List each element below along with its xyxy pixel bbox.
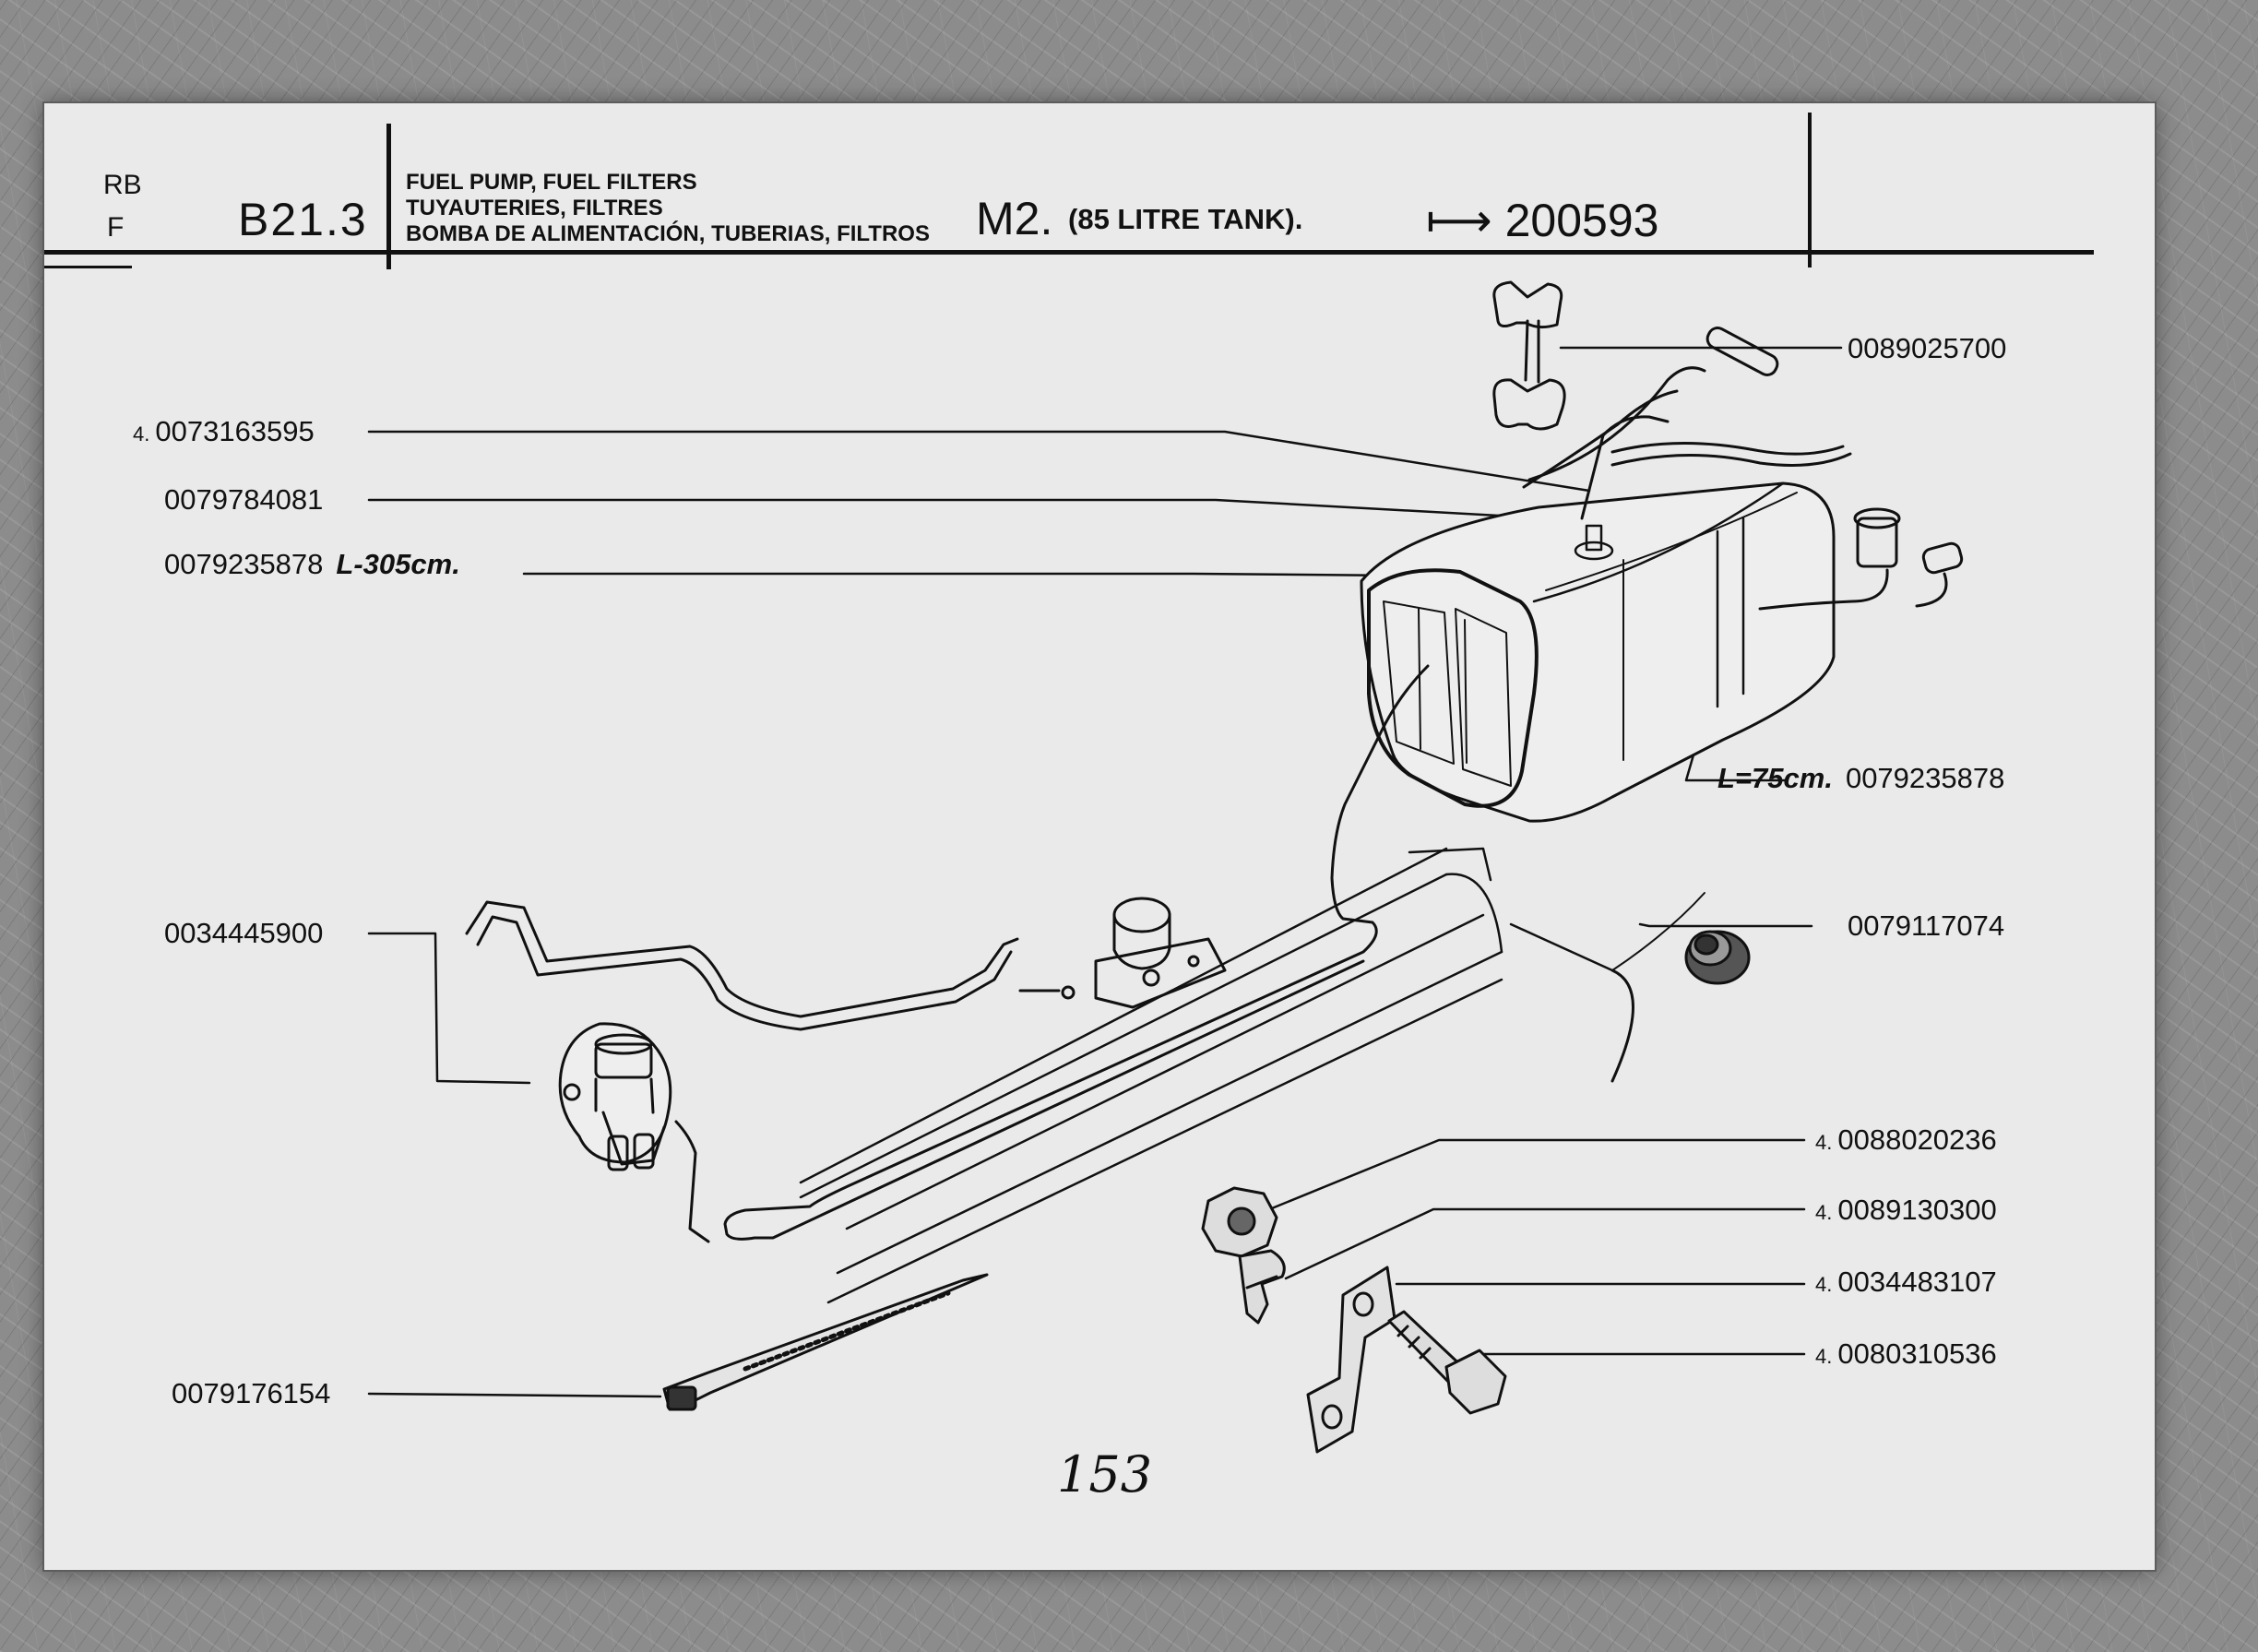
callout-grommet: 0079117074: [1848, 911, 2004, 940]
callout-pipe-305: 0079235878 L-305cm.: [164, 550, 473, 578]
pump-feed-pipe: [465, 900, 1019, 1018]
clip-icon: [1238, 1249, 1286, 1325]
parts-catalogue-sheet: RB F B21.3 FUEL PUMP, FUEL FILTERS TUYAU…: [44, 103, 2155, 1570]
serial-number: 200593: [1504, 195, 1659, 246]
language-code-rb: RB: [103, 170, 142, 200]
quantity: 4.: [1815, 1273, 1833, 1296]
part-number: 0079235878: [1845, 762, 2005, 794]
callout-bracket: 4.0034483107: [1815, 1267, 1997, 1296]
header-underline: [44, 250, 2094, 255]
bolt-icon: [1387, 1310, 1507, 1415]
filler-neck: [1522, 327, 1852, 520]
quantity: 4.: [1815, 1345, 1833, 1368]
callout-fuel-pump: 0034445900: [164, 919, 323, 947]
header-rule-short: [44, 266, 132, 268]
hose-clamp-icon: [1492, 280, 1566, 431]
exploded-diagram: [367, 280, 1964, 1454]
quantity: 4.: [1815, 1131, 1833, 1154]
fuel-tank-icon: [1360, 481, 1836, 823]
callout-nut: 4.0088020236: [1815, 1125, 1997, 1154]
part-number: 0079176154: [172, 1377, 331, 1409]
arrow-from-icon: ⟼: [1426, 195, 1492, 246]
quantity: 4.: [1815, 1201, 1833, 1224]
grommet-icon: [1684, 930, 1751, 985]
part-number: 0079784081: [164, 483, 324, 516]
fuel-pump-icon: [558, 1022, 672, 1171]
fuel-pipe-305: [723, 664, 1430, 1241]
part-number: 0079235878: [164, 548, 324, 580]
nut-icon: [1201, 1186, 1278, 1258]
pipe-length: L-305cm.: [336, 548, 460, 580]
model-code: M2.: [976, 193, 1053, 244]
header-divider-right: [1808, 113, 1812, 267]
carburetor-icon: [1018, 897, 1227, 1009]
page-number: 153: [1057, 1445, 1153, 1503]
callout-fuel-hose: 4.0073163595: [133, 417, 315, 446]
callout-pipe-75: L=75cm. 0079235878: [1705, 764, 2004, 792]
chassis-rails: [799, 847, 1705, 1304]
part-number: 0073163595: [155, 415, 315, 447]
part-number: 0079117074: [1848, 909, 2005, 942]
pump-outlet-pipe: [674, 1120, 710, 1243]
title-english: FUEL PUMP, FUEL FILTERS: [406, 170, 697, 195]
part-number: 0089025700: [1848, 332, 2007, 364]
cable-tie-icon: [662, 1273, 989, 1411]
part-number: 0034483107: [1837, 1266, 1997, 1298]
part-number: 0089130300: [1837, 1194, 1997, 1226]
bracket-icon: [1306, 1266, 1396, 1454]
language-code-f: F: [107, 212, 125, 243]
callout-hose-clamp: 0089025700: [1848, 334, 2006, 362]
quantity: 4.: [133, 422, 150, 446]
callout-tank-sender: 0079784081: [164, 485, 323, 514]
callout-clip: 4.0089130300: [1815, 1195, 1997, 1224]
part-number: 0088020236: [1837, 1123, 1997, 1156]
pipe-length: L=75cm.: [1717, 762, 1833, 794]
section-code: B21.3: [238, 194, 368, 245]
part-number: 0034445900: [164, 917, 324, 949]
callout-bolt: 4.0080310536: [1815, 1339, 1997, 1368]
title-french: TUYAUTERIES, FILTRES: [406, 196, 663, 220]
header-divider-left: [386, 124, 391, 269]
pump-feed-pipe-inner: [476, 915, 1013, 1031]
callout-cable-tie: 0079176154: [172, 1379, 330, 1408]
vent-valve: [1758, 507, 1964, 611]
title-spanish: BOMBA DE ALIMENTACIÓN, TUBERIAS, FILTROS: [406, 221, 930, 246]
part-number: 0080310536: [1837, 1337, 1997, 1370]
serial-from: ⟼ 200593: [1426, 194, 1658, 247]
tank-note: (85 LITRE TANK).: [1068, 203, 1303, 235]
